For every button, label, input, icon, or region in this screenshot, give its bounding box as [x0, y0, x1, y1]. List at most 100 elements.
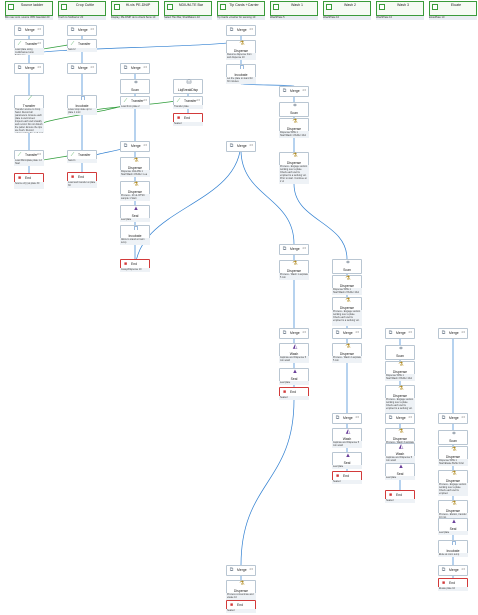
- dispense-icon: ⚗: [451, 471, 457, 477]
- node-description: Aspirate and Dispense 5 min wash: [385, 456, 415, 463]
- node-label: Dispense: [445, 479, 461, 483]
- node-port-count: 4 6: [355, 416, 359, 419]
- node-dispense[interactable]: ⚗Dispense: [279, 152, 309, 167]
- node-label: Dispense: [233, 49, 249, 53]
- node-label: Dispense: [286, 161, 302, 165]
- node-description: Sealed: [332, 480, 362, 484]
- column-checkbox[interactable]: [379, 4, 385, 10]
- node-description: Transfer plate: [173, 105, 203, 109]
- merge-icon: ⧉: [441, 330, 446, 336]
- node-port-count: 4 6: [37, 42, 41, 45]
- node-description: Sand 1: [67, 159, 97, 163]
- scan-icon: ⌗: [452, 431, 456, 437]
- seal-icon: ▲: [292, 369, 298, 375]
- node-label: Dispense: [339, 284, 355, 288]
- column-header-1[interactable]: Source ladder: [5, 1, 53, 16]
- dispense-icon: ⚗: [398, 362, 404, 368]
- column-checkbox[interactable]: [326, 4, 332, 10]
- wire: [293, 183, 348, 260]
- column-header-8[interactable]: Wash 3: [376, 1, 424, 16]
- column-checkbox[interactable]: [167, 4, 173, 10]
- end-icon: ■: [388, 492, 393, 498]
- merge-icon: ⧉: [70, 27, 75, 33]
- node-label: Wash: [289, 352, 299, 356]
- node-label: Seal: [131, 214, 139, 218]
- column-note: Display, PE-DNIP ok to check Sens 10: [111, 16, 159, 20]
- node-port-count: 4 6: [143, 66, 147, 69]
- transfer-icon: ⟋: [27, 96, 33, 102]
- column-checkbox[interactable]: [61, 4, 67, 10]
- node-label: Dispense: [233, 589, 249, 593]
- column-title: Crop Cuttle: [75, 3, 95, 7]
- dispense-icon: ⚗: [345, 344, 351, 350]
- node-port-count: 4 6: [90, 66, 94, 69]
- column-checkbox[interactable]: [8, 4, 14, 10]
- column-checkbox[interactable]: [432, 4, 438, 10]
- node-description: Dispense 5/PE 1 Start/Eluate Buffer 10ul: [438, 459, 468, 466]
- node-scan[interactable]: ⌗Scan: [279, 102, 309, 117]
- column-checkbox[interactable]: [273, 4, 279, 10]
- column-title: Hi-vis PE-DNIP: [125, 3, 151, 7]
- column-header-6[interactable]: Wash 1: [270, 1, 318, 16]
- column-note: ElutePlate 10: [429, 16, 477, 20]
- node-scan[interactable]: ⌗Scan: [120, 79, 150, 94]
- node-label: Dispense: [286, 127, 302, 131]
- scan-icon: ⌗: [134, 80, 138, 86]
- column-title: Source ladder: [20, 3, 44, 7]
- node-label: End: [396, 493, 403, 497]
- node-wash[interactable]: ◭Wash: [385, 443, 415, 458]
- node-dispense[interactable]: ⚗Dispense: [120, 157, 150, 172]
- node-scan[interactable]: ⌗Scan: [438, 430, 468, 445]
- node-label: End: [184, 116, 191, 120]
- seal-icon: ▲: [345, 453, 351, 459]
- scan-icon: ⌗: [346, 260, 350, 266]
- column-header-7[interactable]: Wash 2: [323, 1, 371, 16]
- column-header-5[interactable]: Tip Cards +Carrier: [217, 1, 265, 16]
- column-header-2[interactable]: Crop Cuttle: [58, 1, 106, 16]
- column-header-4[interactable]: NDIUM-TE Bar: [164, 1, 212, 16]
- node-description: Source 2(n) at plate 30: [14, 182, 44, 189]
- end-icon: ■: [282, 389, 287, 395]
- column-checkbox[interactable]: [220, 4, 226, 10]
- node-label: Transfer: [78, 153, 91, 157]
- node-label: Merge: [25, 66, 35, 70]
- wire: [240, 399, 295, 566]
- column-header-3[interactable]: Hi-vis PE-DNIP: [111, 1, 159, 16]
- column-header-9[interactable]: Eluate: [429, 1, 477, 16]
- node-scan[interactable]: ⌗Scan: [385, 345, 415, 360]
- node-description: Process - Engage suction working over a …: [332, 310, 362, 326]
- node-label: End: [343, 474, 350, 478]
- column-checkbox[interactable]: [114, 4, 120, 10]
- node-description: Allow to stand at room temp: [120, 238, 150, 245]
- merge-icon: ⧉: [229, 27, 234, 33]
- node-dispense[interactable]: ⚗Dispense: [332, 297, 362, 312]
- node-scan[interactable]: ⌗Scan: [332, 259, 362, 274]
- node-label: Merge: [290, 247, 300, 251]
- column-note: WashPlate 10: [376, 16, 424, 20]
- node-seal[interactable]: ▲Seal: [332, 452, 362, 467]
- node-label: Dispense: [445, 455, 461, 459]
- node-port-count: 4 6: [37, 66, 41, 69]
- column-title: Wash 2: [343, 3, 357, 7]
- node-seal[interactable]: ▲Seal: [279, 368, 309, 383]
- node-liqbreakdisp[interactable]: ⛁LiqBreakDisp: [173, 79, 203, 94]
